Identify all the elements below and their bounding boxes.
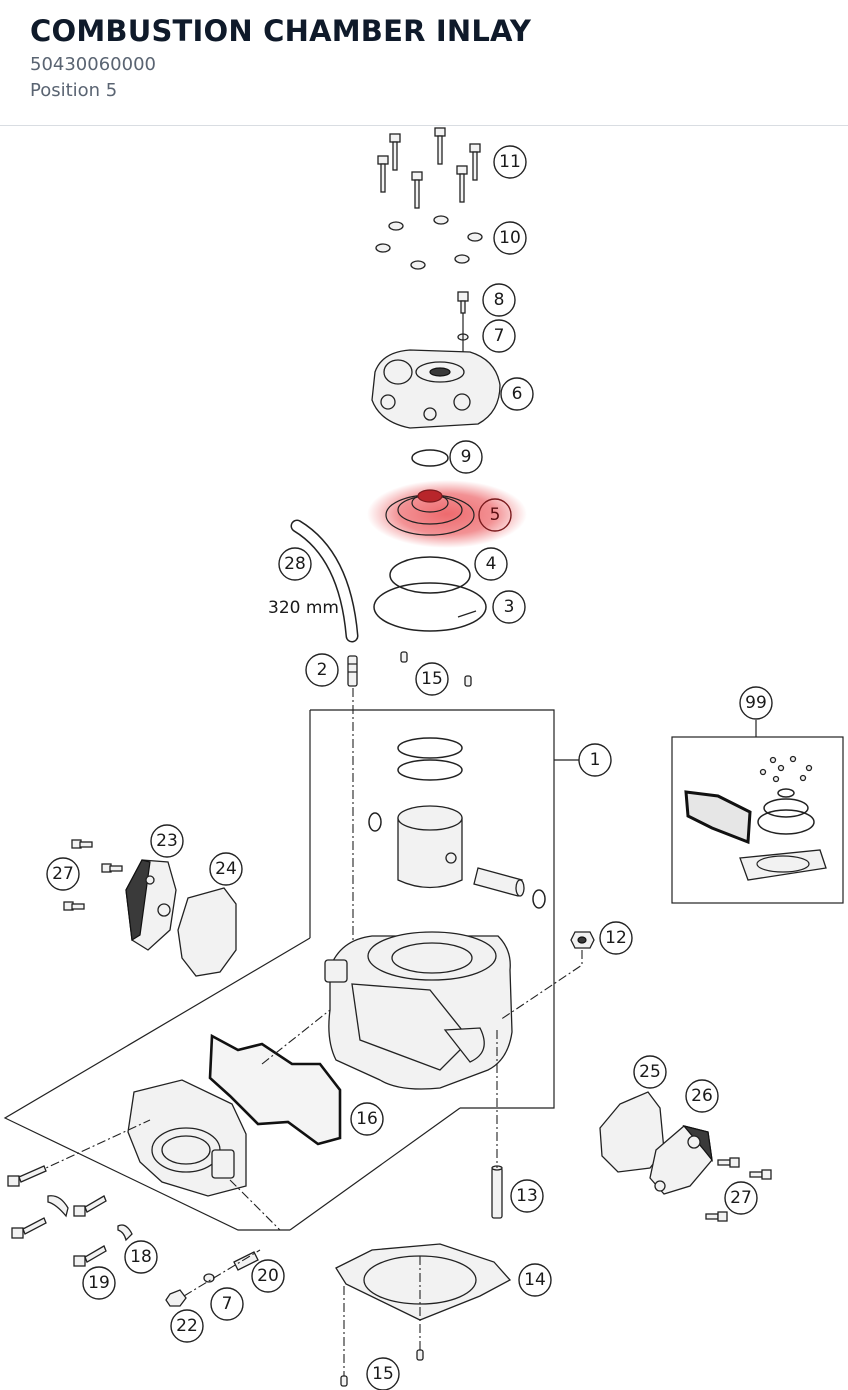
- callout-27-left[interactable]: 27: [46, 857, 80, 891]
- svg-text:2: 2: [317, 660, 328, 680]
- callout-11[interactable]: 11: [493, 145, 527, 179]
- callout-12[interactable]: 12: [599, 921, 633, 955]
- dowel-pin-bottom-left[interactable]: [340, 1375, 348, 1387]
- inlay-o-ring-large[interactable]: [373, 582, 487, 632]
- hose-length-text: 320 mm: [268, 598, 339, 618]
- svg-text:15: 15: [421, 669, 443, 689]
- svg-text:1: 1: [590, 750, 601, 770]
- svg-text:15: 15: [372, 1364, 394, 1384]
- callout-8[interactable]: 8: [482, 283, 516, 317]
- cylinder-stud[interactable]: [491, 1165, 503, 1219]
- callout-7-top[interactable]: 7: [482, 319, 516, 353]
- svg-text:27: 27: [52, 864, 74, 884]
- svg-text:8: 8: [494, 290, 505, 310]
- callout-28[interactable]: 28: [278, 547, 312, 581]
- cover-screws-left[interactable]: [63, 839, 123, 911]
- svg-text:4: 4: [486, 554, 497, 574]
- callout-10[interactable]: 10: [493, 221, 527, 255]
- callout-22[interactable]: 22: [170, 1309, 204, 1343]
- nut[interactable]: [570, 931, 595, 949]
- head-o-ring[interactable]: [411, 449, 449, 467]
- part-title: COMBUSTION CHAMBER INLAY: [30, 14, 532, 48]
- svg-text:10: 10: [499, 228, 521, 248]
- callout-15-bottom[interactable]: 15: [366, 1357, 400, 1390]
- exploded-parts-diagram: 320 mm: [3, 127, 844, 1390]
- svg-text:19: 19: [88, 1273, 110, 1293]
- cover-gasket-left[interactable]: [177, 887, 237, 977]
- svg-text:20: 20: [257, 1266, 279, 1286]
- callout-6[interactable]: 6: [500, 377, 534, 411]
- collar-nut[interactable]: [165, 1289, 187, 1307]
- reed-valve-screws[interactable]: [7, 1165, 107, 1267]
- dowel-pin-bottom-right[interactable]: [416, 1349, 424, 1361]
- callout-1[interactable]: 1: [578, 743, 612, 777]
- gasket-kit[interactable]: [671, 720, 844, 904]
- cylinder-base-gasket[interactable]: [335, 1243, 512, 1321]
- svg-text:18: 18: [130, 1247, 152, 1267]
- svg-text:11: 11: [499, 152, 521, 172]
- svg-text:25: 25: [639, 1062, 661, 1082]
- callout-5[interactable]: 5: [478, 498, 512, 532]
- part-position: Position 5: [30, 80, 118, 101]
- svg-text:13: 13: [516, 1186, 538, 1206]
- svg-text:27: 27: [730, 1188, 752, 1208]
- svg-text:14: 14: [524, 1270, 546, 1290]
- callout-24[interactable]: 24: [209, 852, 243, 886]
- cylinder-kit[interactable]: [309, 709, 580, 1109]
- svg-text:24: 24: [215, 859, 237, 879]
- svg-text:5: 5: [490, 505, 501, 525]
- spacer-sleeve[interactable]: [233, 1251, 259, 1271]
- callout-20[interactable]: 20: [251, 1259, 285, 1293]
- callout-2[interactable]: 2: [305, 653, 339, 687]
- exhaust-control-cover-left[interactable]: [125, 859, 177, 951]
- svg-text:99: 99: [745, 693, 767, 713]
- callout-4[interactable]: 4: [474, 547, 508, 581]
- svg-text:7: 7: [494, 326, 505, 346]
- svg-text:12: 12: [605, 928, 627, 948]
- svg-text:6: 6: [512, 384, 523, 404]
- cylinder-head[interactable]: [371, 349, 501, 429]
- callout-7-bottom[interactable]: 7: [210, 1287, 244, 1321]
- callout-14[interactable]: 14: [518, 1263, 552, 1297]
- head-bolts[interactable]: [377, 127, 481, 209]
- part-header: COMBUSTION CHAMBER INLAY 50430060000 Pos…: [0, 0, 848, 126]
- reed-valve-gasket[interactable]: [208, 1033, 342, 1146]
- retaining-clip-left[interactable]: [47, 1195, 69, 1218]
- svg-text:26: 26: [691, 1086, 713, 1106]
- callout-9[interactable]: 9: [449, 440, 483, 474]
- head-screw[interactable]: [457, 291, 469, 314]
- combustion-chamber-inlay[interactable]: [367, 480, 527, 548]
- svg-text:23: 23: [156, 831, 178, 851]
- dowel-pin-top-left[interactable]: [400, 651, 408, 663]
- callout-18[interactable]: 18: [124, 1240, 158, 1274]
- callout-26[interactable]: 26: [685, 1079, 719, 1113]
- callout-13[interactable]: 13: [510, 1179, 544, 1213]
- svg-text:16: 16: [356, 1109, 378, 1129]
- svg-text:28: 28: [284, 554, 306, 574]
- svg-text:7: 7: [222, 1294, 233, 1314]
- callout-3[interactable]: 3: [492, 590, 526, 624]
- callout-25[interactable]: 25: [633, 1055, 667, 1089]
- callout-23[interactable]: 23: [150, 824, 184, 858]
- head-washers[interactable]: [375, 215, 483, 270]
- callout-27-right[interactable]: 27: [724, 1181, 758, 1215]
- callout-99[interactable]: 99: [739, 686, 773, 720]
- svg-text:22: 22: [176, 1316, 198, 1336]
- callout-16[interactable]: 16: [350, 1102, 384, 1136]
- callout-19[interactable]: 19: [82, 1266, 116, 1300]
- hose-nipple[interactable]: [347, 655, 358, 687]
- inlay-o-ring-small[interactable]: [389, 556, 471, 594]
- exhaust-control-cover-right[interactable]: [649, 1124, 713, 1195]
- svg-text:9: 9: [461, 447, 472, 467]
- cover-screws-right[interactable]: [705, 1157, 772, 1222]
- retaining-clip-right[interactable]: [117, 1224, 133, 1242]
- callout-15-top[interactable]: 15: [415, 662, 449, 696]
- part-number: 50430060000: [30, 54, 156, 75]
- svg-text:3: 3: [504, 597, 515, 617]
- reed-valve-housing[interactable]: [127, 1079, 247, 1197]
- dowel-pin-top-right[interactable]: [464, 675, 472, 687]
